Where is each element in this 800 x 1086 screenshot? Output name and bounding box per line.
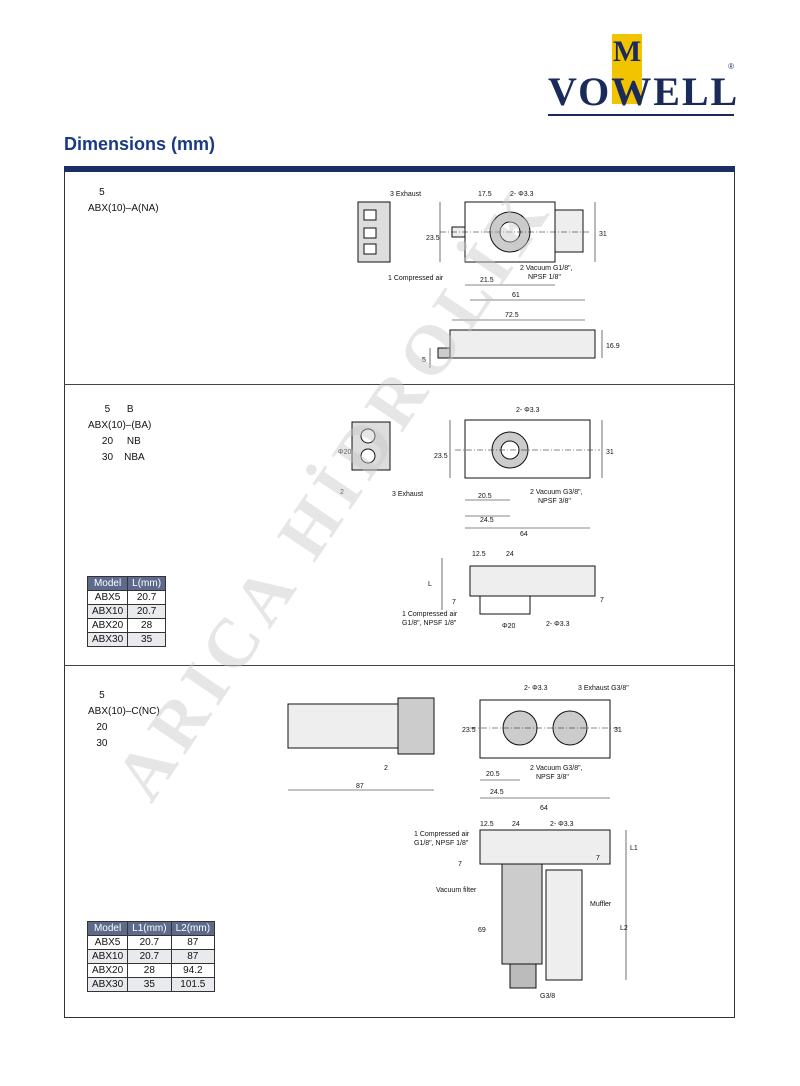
label-npsf: NPSF 3/8"	[538, 498, 571, 505]
label-hole: 2- Φ3.3	[510, 191, 534, 198]
table-header: Model	[86, 576, 129, 591]
dim-2: 2	[340, 489, 344, 496]
label-vacuum: 2 Vacuum G1/8",	[520, 265, 573, 272]
model-line: ABX(10)–A(NA)	[88, 203, 159, 214]
dim-23-5: 23.5	[426, 235, 440, 242]
dim-17-5: 17.5	[478, 191, 492, 198]
label-vacuum-filter: Vacuum filter	[436, 887, 477, 894]
dim-2: 2	[384, 765, 388, 772]
registered-mark: ®	[728, 62, 734, 71]
dim-20-5: 20.5	[478, 493, 492, 500]
dim-L: L	[428, 581, 432, 588]
label-hole-side: 2- Φ3.3	[546, 621, 570, 628]
label-compressed-air: 1 Compressed air	[414, 831, 470, 838]
label-vacuum: 2 Vacuum G3/8",	[530, 489, 583, 496]
brand-logo: M VOWELL ®	[548, 32, 738, 118]
label-exhaust: 3 Exhaust	[390, 191, 421, 198]
dim-24-5: 24.5	[480, 517, 494, 524]
dim-21-5: 21.5	[480, 277, 494, 284]
model-line: 20	[88, 722, 108, 733]
dim-31: 31	[599, 231, 607, 238]
table-header: L1(mm)	[127, 921, 172, 936]
logo-underline	[548, 114, 734, 116]
label-vacuum: 2 Vacuum G3/8",	[530, 765, 583, 772]
section-divider-2	[64, 665, 735, 666]
dim-61: 61	[512, 292, 520, 299]
dim-7-right: 7	[596, 855, 600, 862]
logo-mark: M	[612, 34, 642, 104]
table-header: L(mm)	[127, 576, 167, 591]
dim-7-left: 7	[458, 861, 462, 868]
model-line: 5	[88, 187, 105, 198]
model-line: 5	[88, 690, 105, 701]
dim-12-5: 12.5	[480, 821, 494, 828]
logo-name: VOWELL	[548, 69, 740, 114]
section-c-right-drawing: 2- Φ3.3 3 Exhaust G3/8" 23.5 31 2 Vacuum…	[414, 685, 638, 1000]
frame-top-bar	[64, 166, 735, 172]
section-b-models: 5 B ABX(10)–(BA) 20 NB 30 NBA	[88, 402, 151, 466]
section-a-drawing: 3 Exhaust 17.5 2- Φ3.3 23.5 31 1 Compres…	[357, 191, 620, 368]
label-npsf: NPSF 1/8"	[528, 274, 561, 281]
dim-23-5: 23.5	[462, 727, 476, 734]
model-line: ABX(10)–C(NC)	[88, 706, 160, 717]
table-header: Model	[86, 921, 129, 936]
dim-5: 5	[422, 357, 426, 364]
label-npsf: NPSF 3/8"	[536, 774, 569, 781]
dim-24: 24	[506, 551, 514, 558]
dim-24-5: 24.5	[490, 789, 504, 796]
dim-L2: L2	[620, 925, 628, 932]
label-port: G1/8", NPSF 1/8"	[414, 840, 469, 847]
label-port: G1/8", NPSF 1/8"	[402, 620, 457, 627]
label-exhaust: 3 Exhaust	[392, 491, 423, 498]
model-line: 30 NBA	[88, 452, 145, 463]
model-line: ABX(10)–(BA)	[88, 420, 152, 431]
label-hole-side: 2- Φ3.3	[550, 821, 574, 828]
dim-64: 64	[520, 531, 528, 538]
page-title: Dimensions (mm)	[64, 134, 216, 154]
dim-7-right: 7	[600, 597, 604, 604]
section-c-models: 5 ABX(10)–C(NC) 20 30	[88, 688, 160, 752]
side-view-body	[449, 329, 596, 359]
label-muffler: Muffler	[590, 901, 612, 908]
dim-64: 64	[540, 805, 548, 812]
dim-16-9: 16.9	[606, 343, 620, 350]
dim-20-5: 20.5	[486, 771, 500, 778]
label-compressed-air: 1 Compressed air	[402, 611, 458, 618]
label-compressed-air: 1 Compressed air	[388, 275, 444, 282]
dim-69: 69	[478, 927, 486, 934]
dim-31: 31	[606, 449, 614, 456]
model-line: 20 NB	[88, 436, 141, 447]
label-exhaust: 3 Exhaust G3/8"	[578, 685, 629, 692]
label-dia-side: Φ20	[502, 623, 515, 630]
section-a-models: 5 ABX(10)–A(NA)	[88, 185, 159, 217]
dim-7-left: 7	[452, 599, 456, 606]
table-header: L2(mm)	[170, 921, 216, 936]
section-b-drawing: 2- Φ3.3 Φ20 23.5 31 2 3 Exhaust 2 Vacuum…	[338, 407, 614, 630]
dim-87: 87	[356, 783, 364, 790]
label-g38: G3/8	[540, 993, 555, 1000]
label-hole: 2- Φ3.3	[516, 407, 540, 414]
model-line: 30	[88, 738, 108, 749]
dim-23-5: 23.5	[434, 453, 448, 460]
model-line: 5 B	[88, 404, 134, 415]
dim-31: 31	[614, 727, 622, 734]
section-divider-1	[64, 384, 735, 385]
label-hole: 2- Φ3.3	[524, 685, 548, 692]
dim-12-5: 12.5	[472, 551, 486, 558]
section-c-left-drawing: 2 87	[287, 697, 435, 791]
dim-72-5: 72.5	[505, 312, 519, 319]
dim-L1: L1	[630, 845, 638, 852]
dim-24: 24	[512, 821, 520, 828]
label-dia: Φ20	[338, 449, 351, 456]
